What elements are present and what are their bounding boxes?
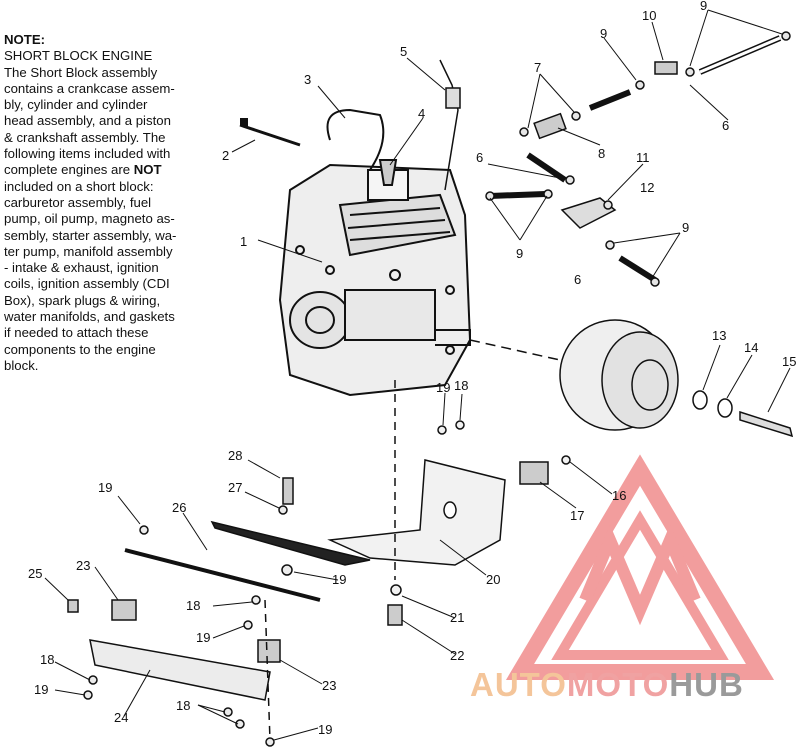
callout-6: 6	[722, 118, 729, 133]
callout-19: 19	[34, 682, 48, 697]
note-title: NOTE:	[4, 32, 46, 47]
callout-26: 26	[172, 500, 186, 515]
note-line: The Short Block assembly	[4, 64, 158, 80]
watermark-part-hub: HUB	[669, 666, 744, 703]
spark-plug-wire-drawing	[439, 59, 461, 191]
note-subtitle: SHORT BLOCK ENGINE	[4, 48, 153, 64]
callout-23: 23	[76, 558, 90, 573]
callout-labels: 1 2 3 4 5 6 6 6 7 8 9 9 9 9 10 11 12 13 …	[28, 0, 796, 737]
callout-17: 17	[570, 508, 584, 523]
callout-13: 13	[712, 328, 726, 343]
callout-3: 3	[304, 72, 311, 87]
callout-9: 9	[682, 220, 689, 235]
callout-16: 16	[612, 488, 626, 503]
callout-22: 22	[450, 648, 464, 663]
callout-21: 21	[450, 610, 464, 625]
note-line: contains a crankcase assem-	[4, 80, 175, 96]
callout-25: 25	[28, 566, 42, 581]
mounting-plate-drawing	[327, 380, 571, 626]
rod-part-2-drawing	[239, 118, 301, 147]
callout-20: 20	[486, 572, 500, 587]
note-bold-word: NOT	[133, 162, 162, 178]
note-line: carburetor assembly, fuel	[4, 194, 152, 210]
callout-4: 4	[418, 106, 425, 121]
callout-2: 2	[222, 148, 229, 163]
callout-19: 19	[332, 572, 346, 587]
note-line: & crankshaft assembly. The	[4, 129, 166, 145]
callout-18: 18	[186, 598, 200, 613]
callout-12: 12	[640, 180, 654, 195]
watermark-text: AUTOMOTOHUB	[470, 666, 744, 704]
note-line: water manifolds, and gaskets	[4, 309, 175, 325]
note-line: if needed to attach these	[4, 325, 149, 341]
lower-bracket-drawing	[67, 477, 371, 747]
note-line: sembly, starter assembly, wa-	[4, 227, 177, 243]
callout-11: 11	[636, 150, 650, 165]
note-line: Box), spark plugs & wiring,	[4, 292, 161, 308]
callout-15: 15	[782, 354, 796, 369]
watermark-part-moto: MOTO	[566, 666, 670, 703]
callout-6: 6	[574, 272, 581, 287]
callout-9: 9	[516, 246, 523, 261]
note-line: coils, ignition assembly (CDI	[4, 276, 170, 292]
callout-19: 19	[318, 722, 332, 737]
callout-18: 18	[176, 698, 190, 713]
watermark-logo-icon	[505, 454, 775, 680]
note-line: components to the engine	[4, 341, 156, 357]
note-line: bly, cylinder and cylinder	[4, 97, 148, 113]
note-line: complete engines are NOT	[4, 162, 218, 178]
callout-14: 14	[744, 340, 758, 355]
callout-23: 23	[322, 678, 336, 693]
callout-6: 6	[476, 150, 483, 165]
engine-block-drawing	[278, 108, 472, 397]
note-line: following items included with	[4, 146, 218, 162]
callout-27: 27	[228, 480, 242, 495]
callout-10: 10	[642, 8, 656, 23]
note-line: ter pump, manifold assembly	[4, 243, 173, 259]
callout-8: 8	[598, 146, 605, 161]
hoses-and-clamps-drawing	[485, 31, 791, 287]
watermark-part-auto: AUTO	[470, 666, 567, 703]
drive-clutch-drawing	[469, 319, 794, 438]
callout-24: 24	[114, 710, 128, 725]
note-line: - intake & exhaust, ignition	[4, 260, 159, 276]
callout-1: 1	[240, 234, 247, 249]
callout-19: 19	[98, 480, 112, 495]
callout-28: 28	[228, 448, 242, 463]
callout-9: 9	[600, 26, 607, 41]
short-block-note: NOTE: SHORT BLOCK ENGINE The Short Block…	[4, 32, 218, 374]
callout-18: 18	[40, 652, 54, 667]
note-line: block.	[4, 357, 39, 373]
note-line-text: complete engines are	[4, 162, 134, 178]
note-line: pump, oil pump, magneto as-	[4, 211, 175, 227]
callout-19: 19	[436, 380, 450, 395]
callout-7: 7	[534, 60, 541, 75]
note-line: included on a short block:	[4, 178, 154, 194]
callout-5: 5	[400, 44, 407, 59]
note-line-text: following items included with	[4, 146, 171, 162]
callout-9: 9	[700, 0, 707, 13]
note-line: head assembly, and a piston	[4, 113, 171, 129]
callout-18: 18	[454, 378, 468, 393]
callout-19: 19	[196, 630, 210, 645]
leader-lines	[44, 9, 791, 741]
